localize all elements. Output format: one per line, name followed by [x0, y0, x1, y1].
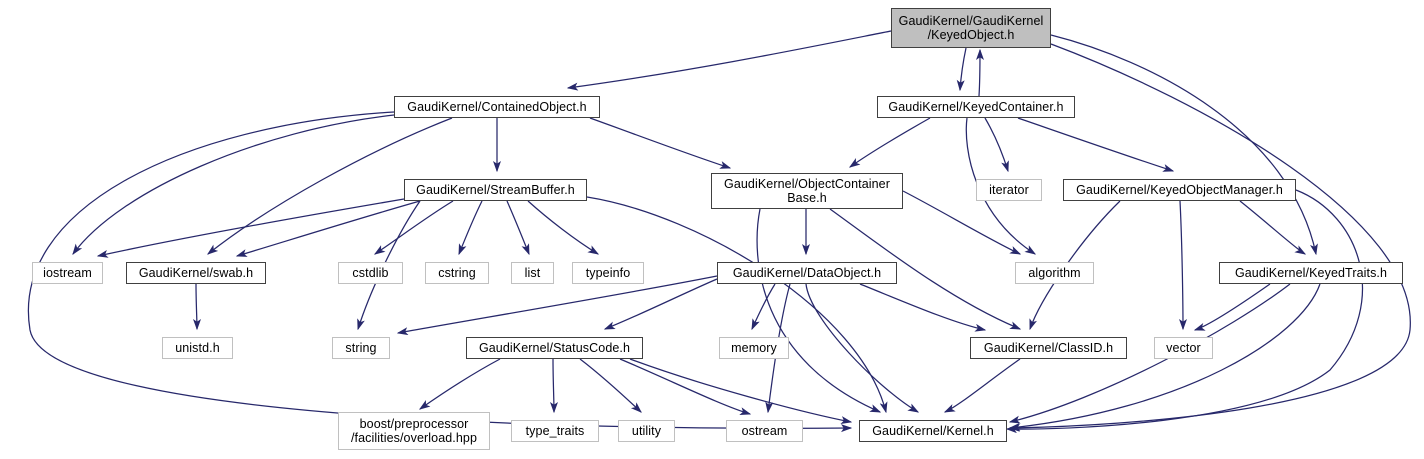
- graph-node-dataobject[interactable]: GaudiKernel/DataObject.h: [717, 262, 897, 284]
- graph-edge: [984, 117, 1009, 173]
- graph-edge: [1008, 43, 1411, 432]
- graph-edge: [579, 358, 642, 413]
- graph-node-streambuffer[interactable]: GaudiKernel/StreamBuffer.h: [404, 179, 587, 201]
- graph-edge: [603, 278, 718, 330]
- graph-edge: [549, 358, 558, 414]
- graph-edge: [373, 200, 454, 255]
- graph-edge: [396, 275, 718, 336]
- graph-node-vector[interactable]: vector: [1154, 337, 1213, 359]
- graph-node-unistd[interactable]: unistd.h: [162, 337, 233, 359]
- graph-node-classid[interactable]: GaudiKernel/ClassID.h: [970, 337, 1127, 359]
- graph-edge: [1193, 283, 1271, 331]
- graph-node-boostoverload[interactable]: boost/preprocessor /facilities/overload.…: [338, 412, 490, 450]
- graph-edge: [418, 358, 501, 410]
- graph-edge: [1050, 34, 1318, 256]
- graph-node-containedobject[interactable]: GaudiKernel/ContainedObject.h: [394, 96, 600, 118]
- graph-edge: [357, 200, 421, 331]
- graph-edge: [1017, 117, 1175, 172]
- graph-edge: [629, 358, 853, 424]
- graph-node-iostream[interactable]: iostream: [32, 262, 103, 284]
- graph-edge: [207, 117, 453, 255]
- graph-node-utility[interactable]: utility: [618, 420, 675, 442]
- graph-edge: [458, 200, 483, 256]
- graph-node-list[interactable]: list: [511, 262, 554, 284]
- graph-node-cstring[interactable]: cstring: [425, 262, 489, 284]
- graph-edge: [1008, 283, 1291, 424]
- graph-edge: [1178, 200, 1187, 331]
- graph-node-algorithm[interactable]: algorithm: [1015, 262, 1094, 284]
- graph-node-keyedtraits[interactable]: GaudiKernel/KeyedTraits.h: [1219, 262, 1403, 284]
- graph-edge: [829, 208, 1022, 330]
- graph-edge: [96, 198, 405, 258]
- graph-node-memory[interactable]: memory: [719, 337, 789, 359]
- graph-node-kernel[interactable]: GaudiKernel/Kernel.h: [859, 420, 1007, 442]
- graph-edge: [848, 117, 931, 168]
- graph-edge: [1239, 200, 1307, 255]
- graph-edge: [859, 283, 987, 332]
- graph-edge: [619, 358, 752, 415]
- graph-edge: [586, 196, 888, 414]
- graph-edge: [1005, 189, 1364, 434]
- graph-edge: [27, 111, 853, 433]
- graph-edge: [751, 283, 776, 331]
- graph-node-keyedobject: GaudiKernel/GaudiKernel /KeyedObject.h: [891, 8, 1051, 48]
- graph-node-typeinfo[interactable]: typeinfo: [572, 262, 644, 284]
- graph-node-ostream[interactable]: ostream: [726, 420, 803, 442]
- graph-edge: [72, 114, 395, 256]
- graph-node-cstdlib[interactable]: cstdlib: [338, 262, 403, 284]
- graph-edge: [975, 48, 984, 97]
- graph-node-string[interactable]: string: [332, 337, 390, 359]
- graph-node-keyedobjectmanager[interactable]: GaudiKernel/KeyedObjectManager.h: [1063, 179, 1296, 201]
- graph-node-typetraits[interactable]: type_traits: [511, 420, 599, 442]
- graph-edge: [1008, 283, 1321, 431]
- graph-edge: [506, 200, 530, 256]
- graph-edge: [589, 117, 732, 169]
- graph-edge: [756, 208, 882, 413]
- graph-edge: [956, 47, 967, 92]
- graph-edge: [805, 283, 920, 413]
- graph-edge: [192, 283, 201, 331]
- graph-edge: [902, 190, 1022, 255]
- graph-node-swab[interactable]: GaudiKernel/swab.h: [126, 262, 266, 284]
- graph-edge: [235, 200, 421, 257]
- graph-edge: [943, 358, 1021, 413]
- graph-node-objectcontainerbase[interactable]: GaudiKernel/ObjectContainer Base.h: [711, 173, 903, 209]
- graph-node-keyedcontainer[interactable]: GaudiKernel/KeyedContainer.h: [877, 96, 1075, 118]
- graph-node-iterator[interactable]: iterator: [976, 179, 1042, 201]
- graph-edge: [566, 30, 892, 91]
- graph-edge: [527, 200, 600, 255]
- graph-node-statuscode[interactable]: GaudiKernel/StatusCode.h: [466, 337, 643, 359]
